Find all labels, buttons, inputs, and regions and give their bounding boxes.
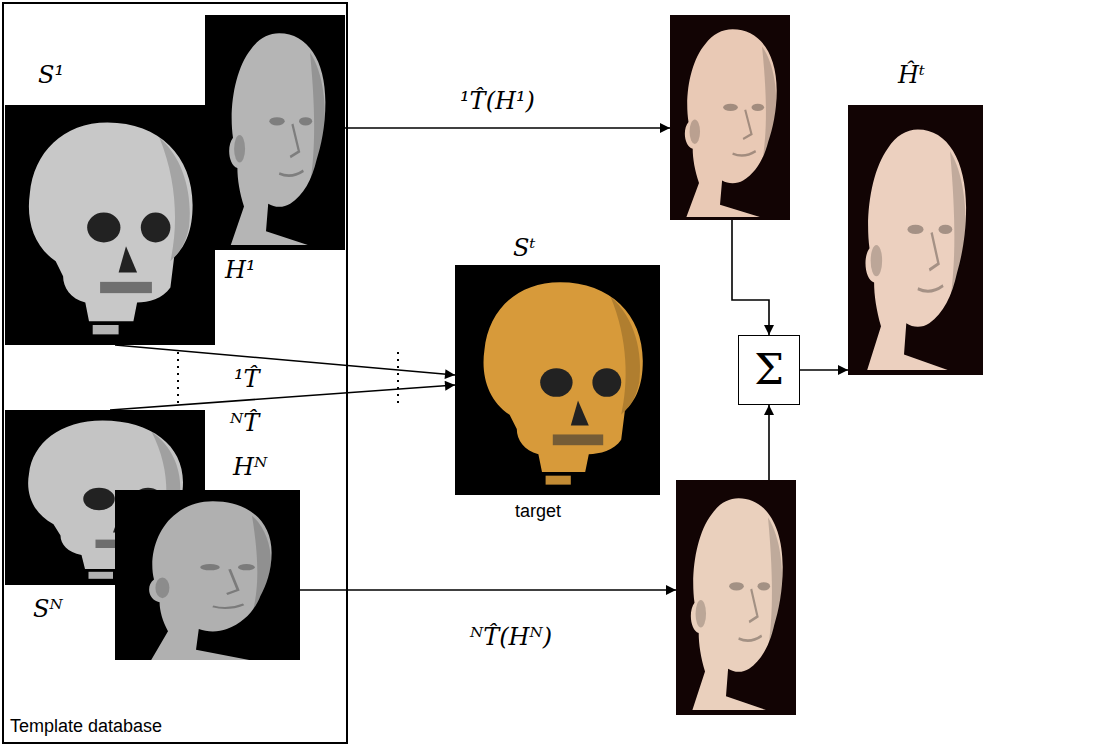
target-skull xyxy=(455,265,660,495)
edge-label: ¹T̂ xyxy=(232,364,262,394)
image-background xyxy=(205,15,345,250)
edge-label: ᴺT̂(Hᴺ) xyxy=(468,622,554,652)
head-image: H¹ xyxy=(205,15,345,250)
image-background xyxy=(848,105,983,375)
template-head-1 xyxy=(205,15,345,250)
caption-text: target xyxy=(515,501,561,523)
head-figure xyxy=(229,33,325,245)
deformed-head-image xyxy=(676,480,796,715)
head-image: Hᴺ xyxy=(115,490,300,660)
sum-box: Σ xyxy=(738,335,800,405)
head-figure xyxy=(865,129,966,370)
result-head-image: Ĥᵗ xyxy=(848,105,983,375)
connector-arrow xyxy=(300,589,676,591)
deformed-head-image xyxy=(670,15,790,220)
head-figure xyxy=(685,29,777,217)
database-box: Template databaseS¹H¹SᴺHᴺ xyxy=(2,2,348,744)
connector-arrow xyxy=(345,127,670,129)
image-label: Sᴺ xyxy=(33,594,63,624)
image-label: S¹ xyxy=(38,60,64,90)
skull-figure xyxy=(29,123,193,335)
head-figure xyxy=(149,501,271,660)
skull-image: Sᴺ xyxy=(5,410,205,585)
image-background xyxy=(115,490,300,660)
image-background xyxy=(455,265,660,495)
edge-label: ᴺT̂ xyxy=(228,408,261,438)
deformed-head-1 xyxy=(670,15,790,220)
image-label: Hᴺ xyxy=(233,452,267,482)
connector-arrow xyxy=(110,385,455,410)
connector-arrow xyxy=(800,369,848,371)
image-label: H¹ xyxy=(225,255,256,285)
image-background xyxy=(670,15,790,220)
image-background xyxy=(676,480,796,715)
edge-label: ¹T̂(H¹) xyxy=(458,86,537,116)
deformed-head-n xyxy=(676,480,796,715)
ellipsis-dots xyxy=(177,352,179,406)
head-figure xyxy=(691,498,783,710)
connector-arrow xyxy=(732,220,769,335)
connector-arrow xyxy=(115,345,455,375)
skull-figure xyxy=(484,282,643,484)
ellipsis-dots xyxy=(397,352,399,406)
target-skull-image: Sᵗtarget xyxy=(455,265,660,495)
box-title: Template database xyxy=(10,716,162,738)
skull-image: S¹ xyxy=(5,105,215,345)
image-label: Sᵗ xyxy=(513,233,535,263)
connector-arrow xyxy=(768,405,770,480)
sum-symbol: Σ xyxy=(754,347,784,393)
template-skull-1 xyxy=(5,105,215,345)
image-label: Ĥᵗ xyxy=(898,60,925,90)
template-head-n xyxy=(115,490,300,660)
estimated-head xyxy=(848,105,983,375)
image-background xyxy=(5,105,215,345)
